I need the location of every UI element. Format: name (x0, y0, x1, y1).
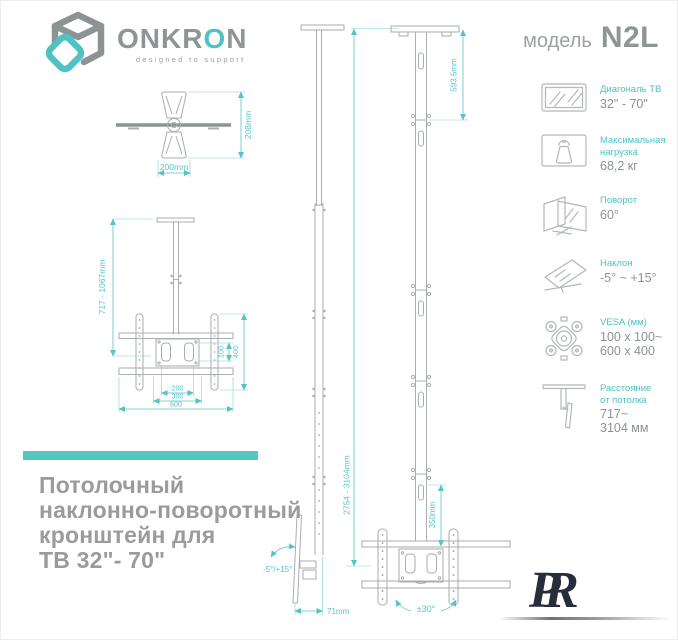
vesa-icon (541, 316, 591, 361)
accent-bar (23, 451, 258, 460)
full-front-view-drawing: 2754 - 3104mm 593.5mm (342, 25, 511, 614)
dim-label-tilt: -5°/+15° (263, 565, 292, 574)
max-load-icon (541, 134, 591, 167)
spec-value: 68,2 кг (600, 159, 638, 173)
brand-tagline: designed to support (135, 55, 246, 64)
dim-label-total: 2754 - 3104mm (342, 455, 352, 515)
onkron-box-icon (45, 11, 105, 73)
brand-wordmark: ONKRON designed to support (117, 24, 247, 65)
spec-value: -5° ~ +15° (600, 270, 657, 285)
dim-label-depth: 71mm (327, 607, 350, 616)
spec-label: Наклон (600, 258, 633, 269)
dim-label-swivel: ±30° (417, 604, 436, 614)
tv-diagonal-icon (541, 83, 591, 113)
dim-label-width: 200mm (160, 162, 188, 172)
side-view-drawing: -5°/+15° 71mm (263, 24, 350, 616)
spec-item-tilt: Наклон -5° ~ +15° (541, 257, 675, 295)
spec-label: Поворот (600, 195, 638, 206)
spec-label: Максимальная нагрузка (600, 135, 666, 158)
spec-value: 60° (600, 207, 619, 222)
model-label: модель (523, 30, 592, 52)
spec-value: 100 x 100~ 600 x 400 (600, 329, 663, 358)
spec-sidebar: Диагональ ТВ 32" - 70" Максимальная нагр… (541, 83, 675, 435)
brand-name-accent: O (203, 23, 227, 54)
spec-value: 32" - 70" (600, 96, 648, 111)
spec-item-max-load: Максимальная нагрузка 68,2 кг (541, 134, 675, 173)
spec-item-diagonal: Диагональ ТВ 32" - 70" (541, 83, 675, 113)
brand-logo: ONKRON designed to support (41, 11, 247, 77)
dim-label-top-segment: 593.5mm (450, 58, 459, 92)
dim-label-600: 600 (170, 400, 182, 409)
dim-label-height: 208mm (243, 111, 253, 139)
brand-name: ONKRON (117, 24, 247, 54)
dim-label-100: 100 (217, 346, 226, 358)
pr-monogram-underline (499, 617, 671, 620)
dim-label-400: 400 (231, 346, 240, 358)
dim-label-drop: 717 - 1067mm (97, 260, 107, 315)
dim-label-300: 300 (172, 392, 184, 401)
front-view-drawing: 717 - 1067mm 100 400 200 300 600 (97, 217, 248, 412)
pr-monogram-logo: PR (499, 561, 671, 631)
tilt-icon (541, 257, 591, 295)
top-view-drawing: 208mm 200mm (116, 91, 253, 177)
spec-item-swivel: Поворот 60° (541, 194, 675, 236)
ceiling-distance-icon (541, 382, 591, 430)
brand-name-pre: ONKR (117, 23, 204, 54)
spec-item-ceiling-distance: Расстояние от потолка 717~ 3104 мм (541, 382, 675, 435)
brand-name-post: N (226, 23, 248, 54)
spec-item-vesa: VESA (мм) 100 x 100~ 600 x 400 (541, 316, 675, 361)
model-badge: модель N2L (523, 21, 659, 55)
product-title: Потолочный наклонно-поворотный кронштейн… (39, 472, 302, 573)
spec-label: Диагональ ТВ (600, 84, 662, 95)
dim-label-200: 200 (172, 384, 184, 393)
dim-label-lower-segment: 350mm (428, 501, 437, 528)
spec-value: 717~ 3104 мм (600, 407, 649, 435)
pr-monogram-text: PR (529, 562, 579, 619)
model-value: N2L (600, 21, 659, 54)
spec-label: VESA (мм) (600, 317, 647, 328)
spec-label: Расстояние от потолка (600, 383, 652, 406)
swivel-icon (541, 194, 591, 236)
